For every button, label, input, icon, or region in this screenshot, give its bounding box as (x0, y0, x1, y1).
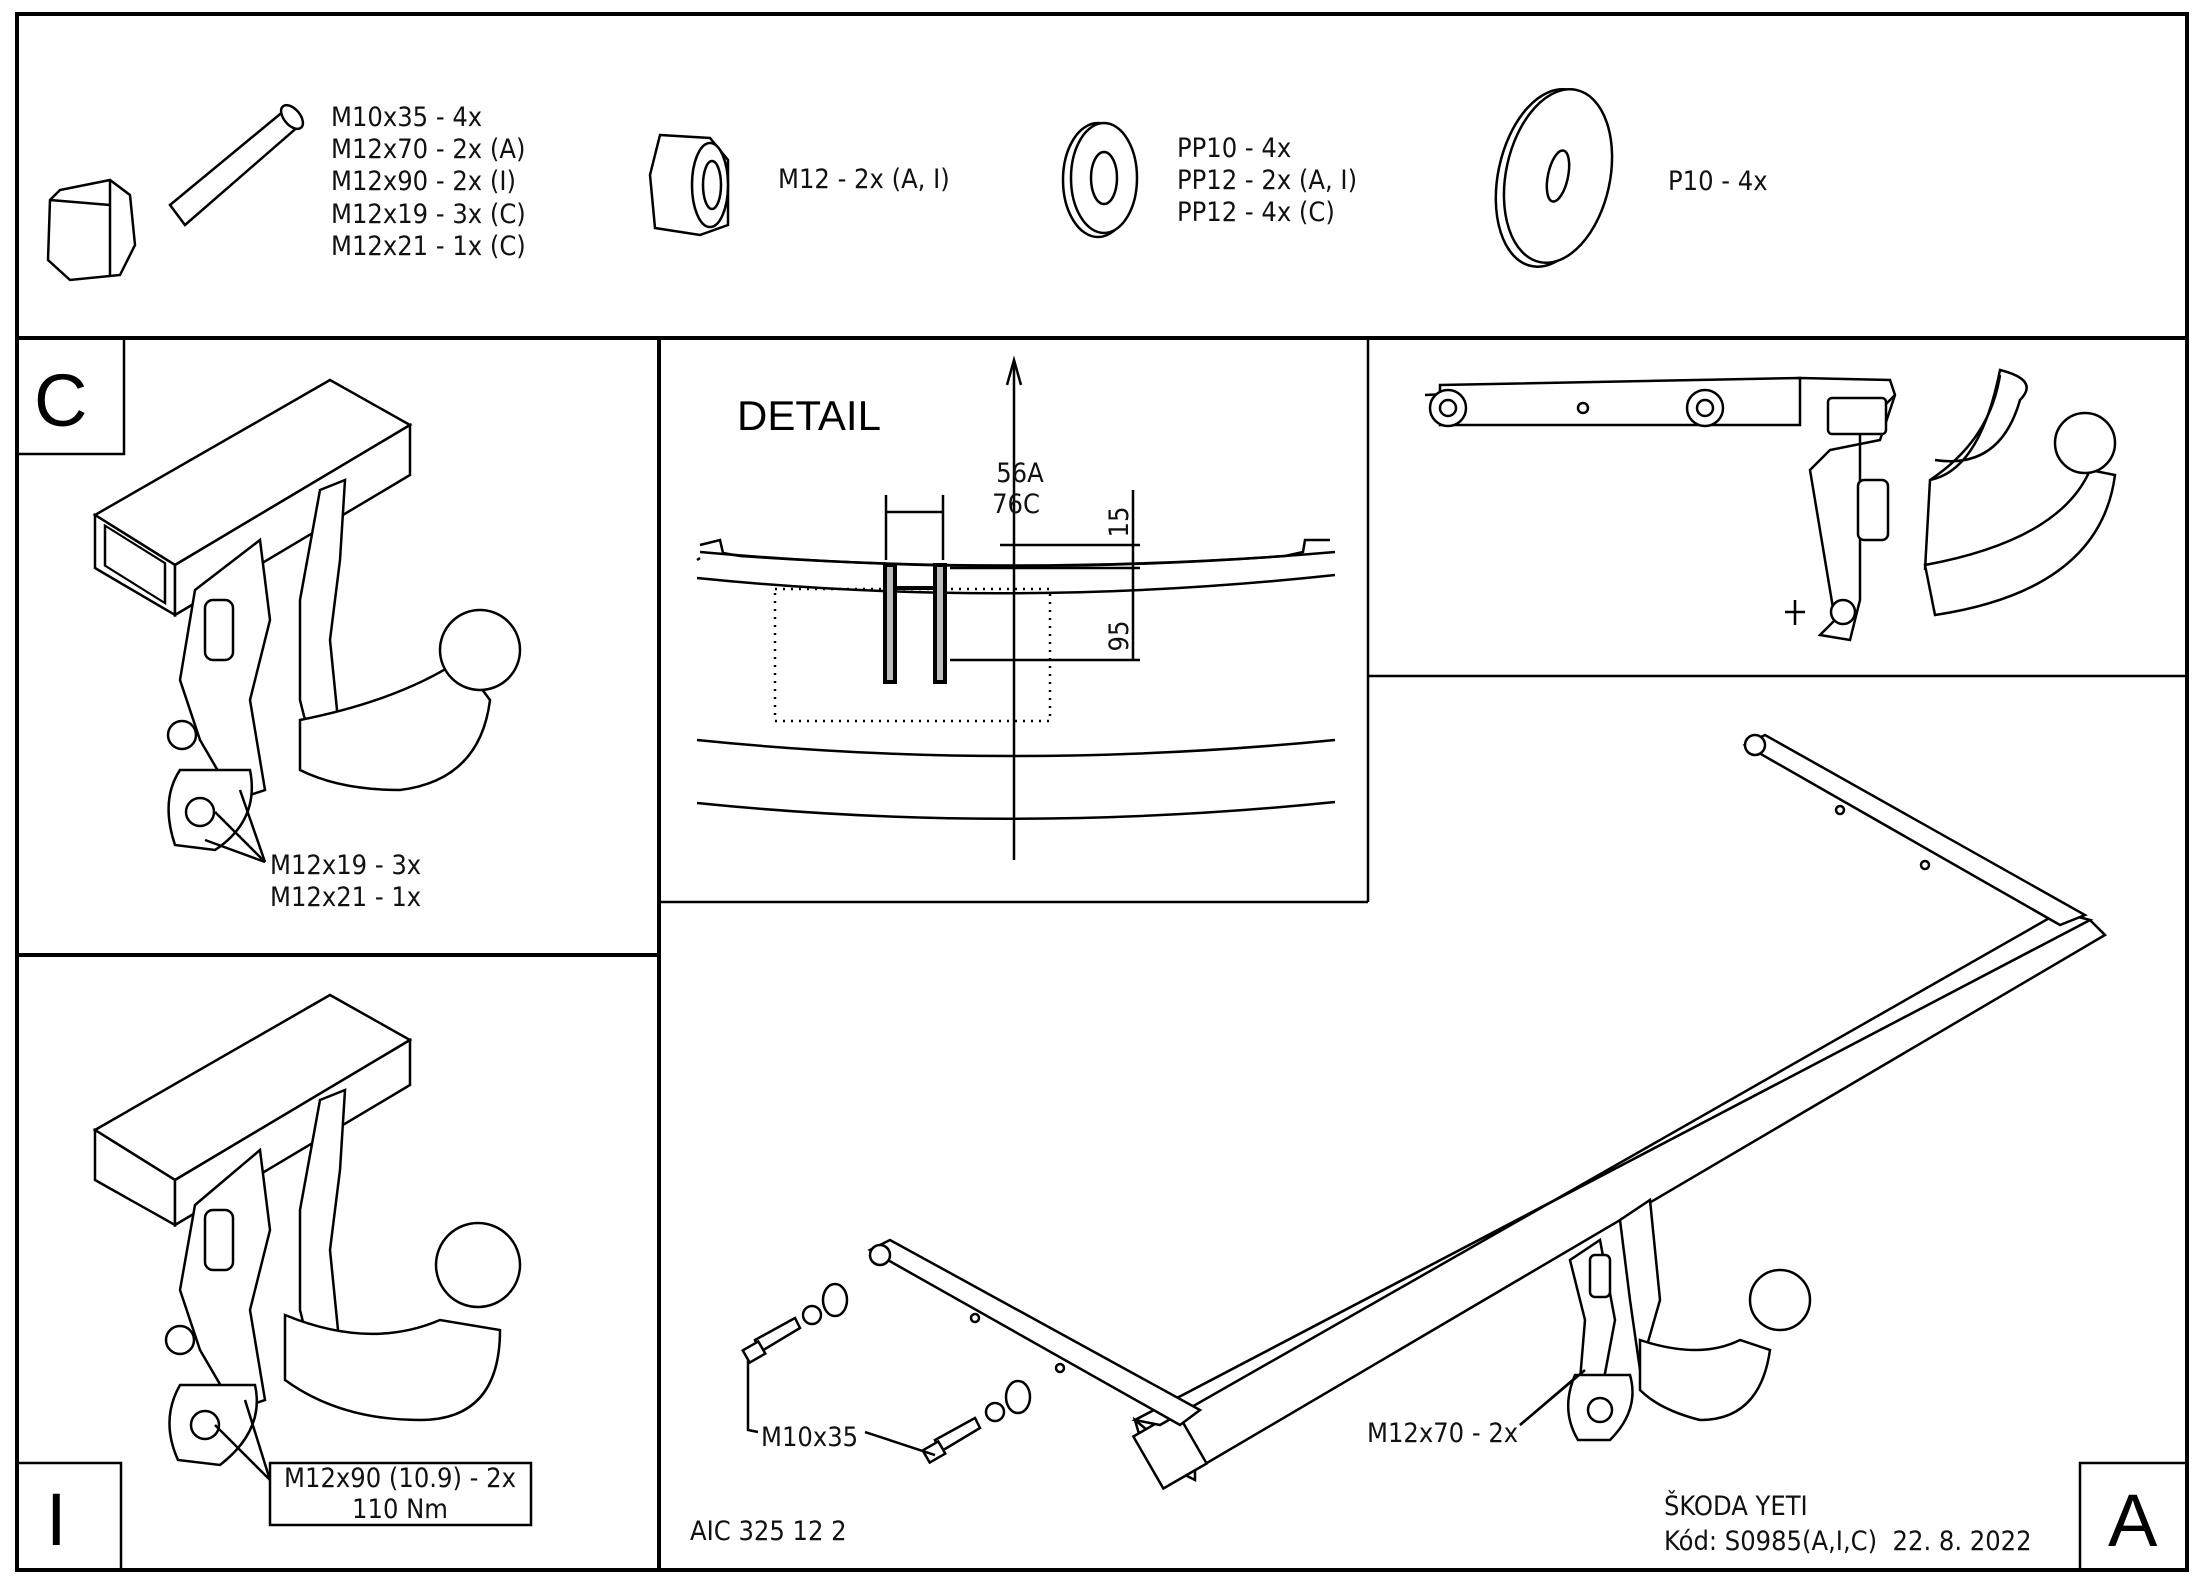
panel-letter-c: C (34, 359, 87, 442)
detail-drawing (696, 355, 1336, 860)
bolt-icon (46, 103, 305, 282)
washer-list-1: PP12 - 2x (A, I) (1177, 165, 1357, 196)
frame-lines (15, 12, 2189, 1572)
nut-icon (648, 133, 730, 237)
dim-95: 95 (1104, 621, 1135, 652)
washer-list-2: PP12 - 4x (C) (1177, 197, 1335, 228)
c-label-1: M12x21 - 1x (270, 882, 421, 913)
panel-letter-i: I (46, 1478, 67, 1561)
i-label-0: M12x90 (10.9) - 2x (284, 1463, 516, 1494)
panel-letter-a: A (2108, 1479, 2158, 1562)
towbar-assembly-drawing (740, 733, 2108, 1491)
bolt-list-2: M12x90 - 2x (I) (331, 166, 516, 197)
washer-icon (1061, 121, 1139, 239)
bolt-m10x35-label: M10x35 (761, 1422, 858, 1453)
dim-76c: 76C (992, 489, 1040, 520)
washer-list-0: PP10 - 4x (1177, 133, 1291, 164)
code-and-date: Kód: S0985(A,I,C) 22. 8. 2022 (1664, 1526, 2032, 1557)
nut-label: M12 - 2x (A, I) (778, 164, 950, 195)
detail-title: DETAIL (737, 392, 881, 439)
dim-56a: 56A (996, 458, 1044, 489)
bolt-list-0: M10x35 - 4x (331, 102, 482, 133)
large-washer-icon (1494, 87, 1614, 268)
dim-15: 15 (1104, 507, 1135, 538)
c-label-0: M12x19 - 3x (270, 850, 421, 881)
towbar-detachable-drawing (92, 378, 522, 864)
product-code: AIC 325 12 2 (690, 1516, 847, 1547)
large-washer-label: P10 - 4x (1668, 166, 1768, 197)
side-view-drawing (1424, 368, 2117, 642)
vehicle-name: ŠKODA YETI (1664, 1490, 1808, 1522)
towbar-fixed-drawing (92, 993, 533, 1527)
bolt-m12x70-label: M12x70 - 2x (1367, 1418, 1518, 1449)
i-label-1: 110 Nm (352, 1494, 448, 1525)
bolt-list-1: M12x70 - 2x (A) (331, 134, 525, 165)
bolt-list-4: M12x21 - 1x (C) (331, 231, 526, 262)
bolt-list-3: M12x19 - 3x (C) (331, 199, 526, 230)
